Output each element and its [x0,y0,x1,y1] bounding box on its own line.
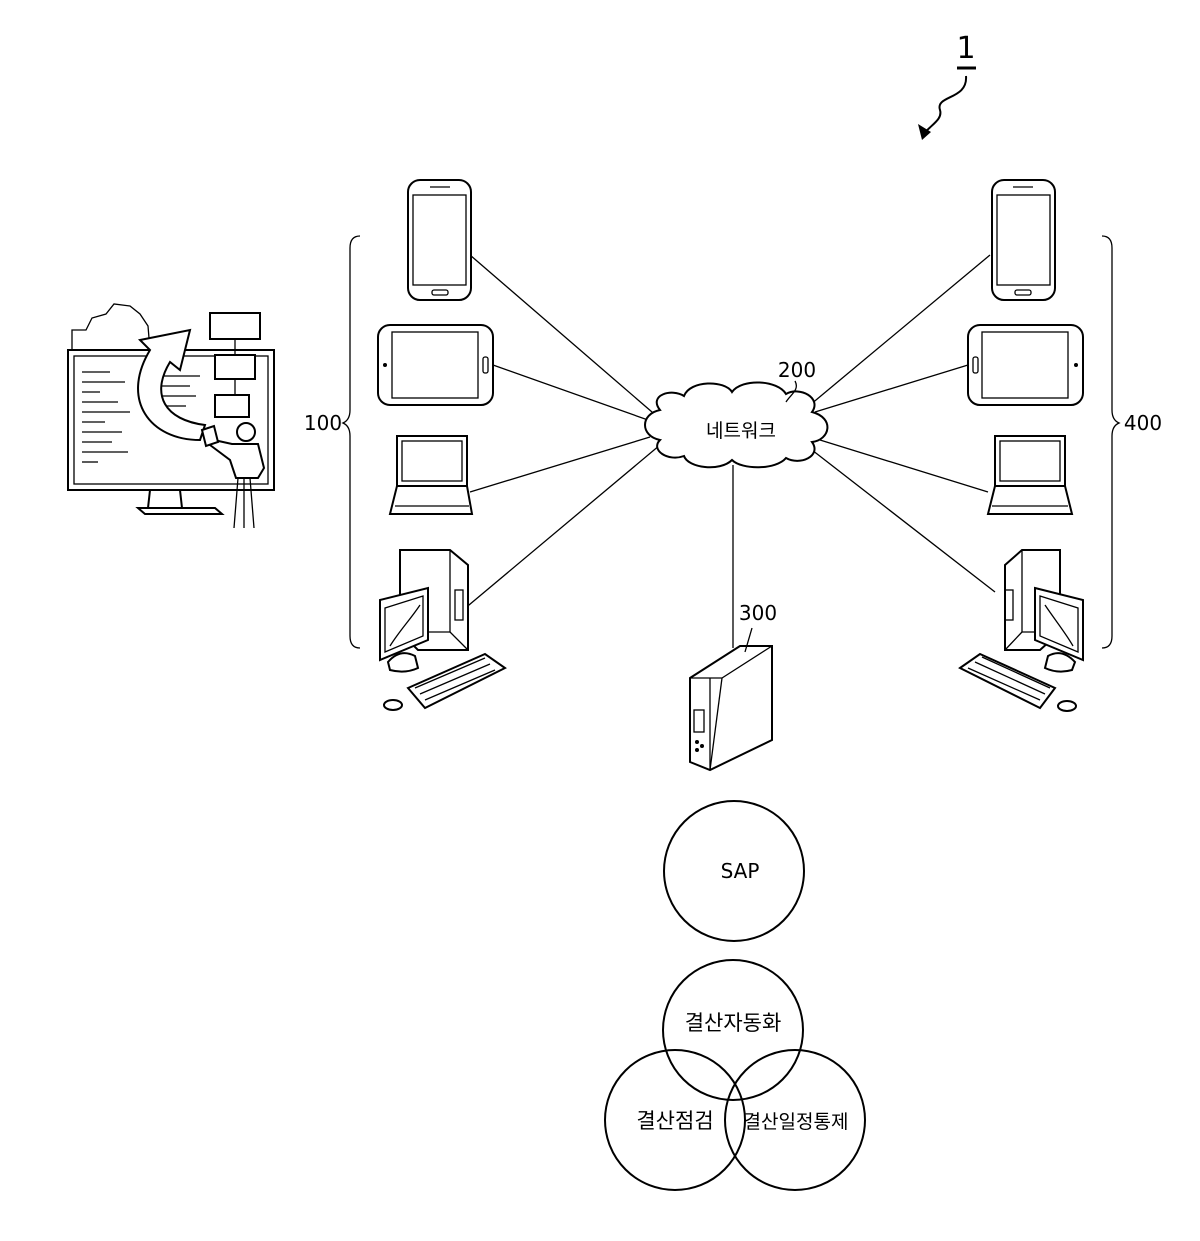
venn-label-right: 결산일정통제 [744,1111,849,1133]
sap-label: SAP [721,859,760,883]
tablet-icon-left [378,325,493,405]
left-group-ref: 100 [304,411,342,435]
venn-label-top: 결산자동화 [685,1011,782,1035]
desktop-computer-icon-left [380,550,505,710]
desktop-computer-icon-right [960,550,1083,711]
network-label: 네트워크 [706,420,776,442]
user-at-monitor-illustration [68,304,274,528]
venn-label-left: 결산점검 [636,1109,713,1133]
server-ref: 300 [739,601,777,625]
network-ref: 200 [778,358,816,382]
network-cloud: 네트워크 [645,382,827,467]
figure-label: 1 [956,31,975,66]
figure-arrow-head [918,124,931,140]
smartphone-icon-left [408,180,471,300]
smartphone-icon-right [992,180,1055,300]
venn-diagram: 결산자동화 결산점검 결산일정통제 [605,960,865,1190]
sap-circle: SAP [664,801,804,941]
left-group-bracket [343,236,360,648]
server-icon [690,646,772,770]
right-group-bracket [1102,236,1119,648]
tablet-icon-right [968,325,1083,405]
laptop-icon-right [988,436,1072,514]
figure-arrow [922,76,966,136]
right-group-ref: 400 [1124,411,1162,435]
laptop-icon-left [390,436,472,514]
